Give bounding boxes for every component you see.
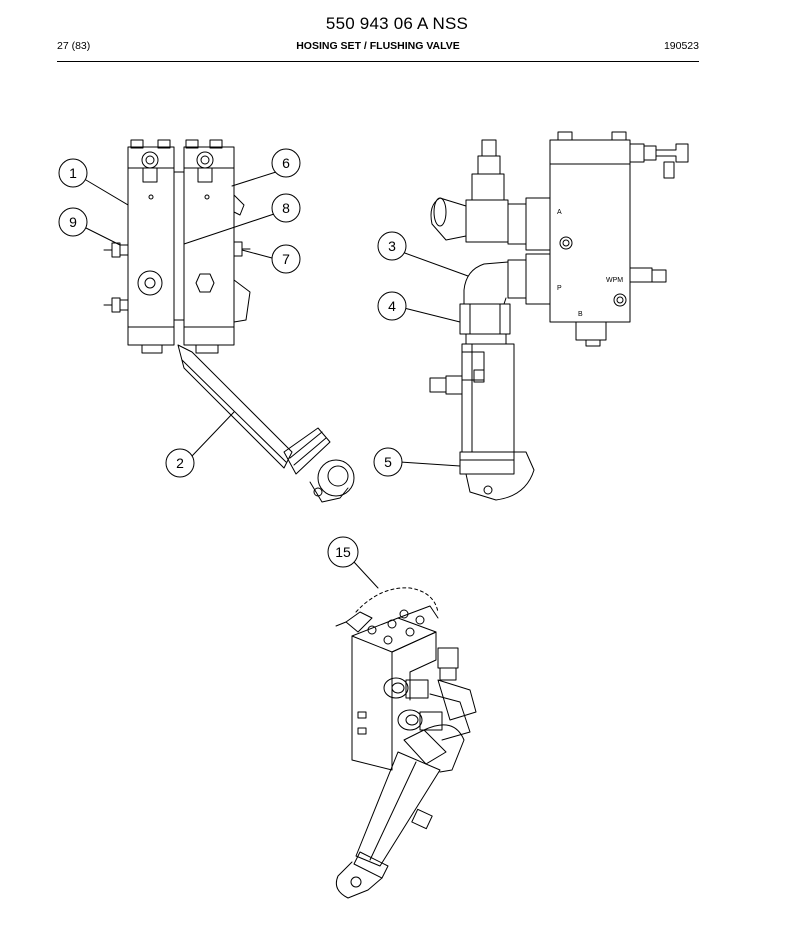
callout-leaders — [85, 171, 469, 589]
callout-6: 6 — [271, 148, 301, 178]
svg-text:2: 2 — [176, 455, 184, 471]
svg-text:3: 3 — [388, 238, 396, 254]
svg-text:6: 6 — [282, 155, 290, 171]
callout-balloons: 1 9 6 8 7 2 3 4 — [58, 148, 407, 568]
callout-4: 4 — [377, 291, 407, 321]
section-title-part2: FLUSHING VALVE — [369, 40, 460, 52]
section-title: HOSING SET / FLUSHING VALVE — [57, 40, 699, 52]
document-code: 190523 — [663, 40, 699, 52]
section-title-separator: / — [360, 40, 370, 52]
document-number: 550 943 06 A NSS — [325, 14, 469, 33]
page-header: 27 (83) HOSING SET / FLUSHING VALVE 1905… — [57, 40, 699, 56]
valve-front-view — [103, 139, 355, 503]
port-label-a: A — [557, 209, 562, 216]
section-title-part1: HOSING SET — [296, 40, 361, 52]
valve-side-view — [429, 131, 689, 501]
page-number: 27 (83) — [57, 40, 91, 52]
port-label-b: B — [578, 311, 583, 318]
callout-9: 9 — [58, 207, 88, 237]
svg-text:15: 15 — [335, 544, 351, 560]
port-labels: A P B WPM — [557, 209, 623, 318]
callout-1: 1 — [58, 158, 88, 188]
port-label-p: P — [557, 285, 562, 292]
callout-5: 5 — [373, 447, 403, 477]
callout-7: 7 — [271, 244, 301, 274]
callout-15: 15 — [327, 536, 359, 568]
valve-isometric-view — [335, 587, 477, 899]
callout-3: 3 — [377, 231, 407, 261]
port-label-wpm: WPM — [606, 277, 623, 284]
svg-text:8: 8 — [282, 200, 290, 216]
svg-text:7: 7 — [282, 251, 290, 267]
header-rule — [57, 61, 699, 62]
callout-8: 8 — [271, 193, 301, 223]
svg-text:1: 1 — [69, 165, 77, 181]
svg-text:9: 9 — [69, 214, 77, 230]
callout-2: 2 — [165, 448, 195, 478]
svg-text:4: 4 — [388, 298, 396, 314]
svg-text:5: 5 — [384, 454, 392, 470]
